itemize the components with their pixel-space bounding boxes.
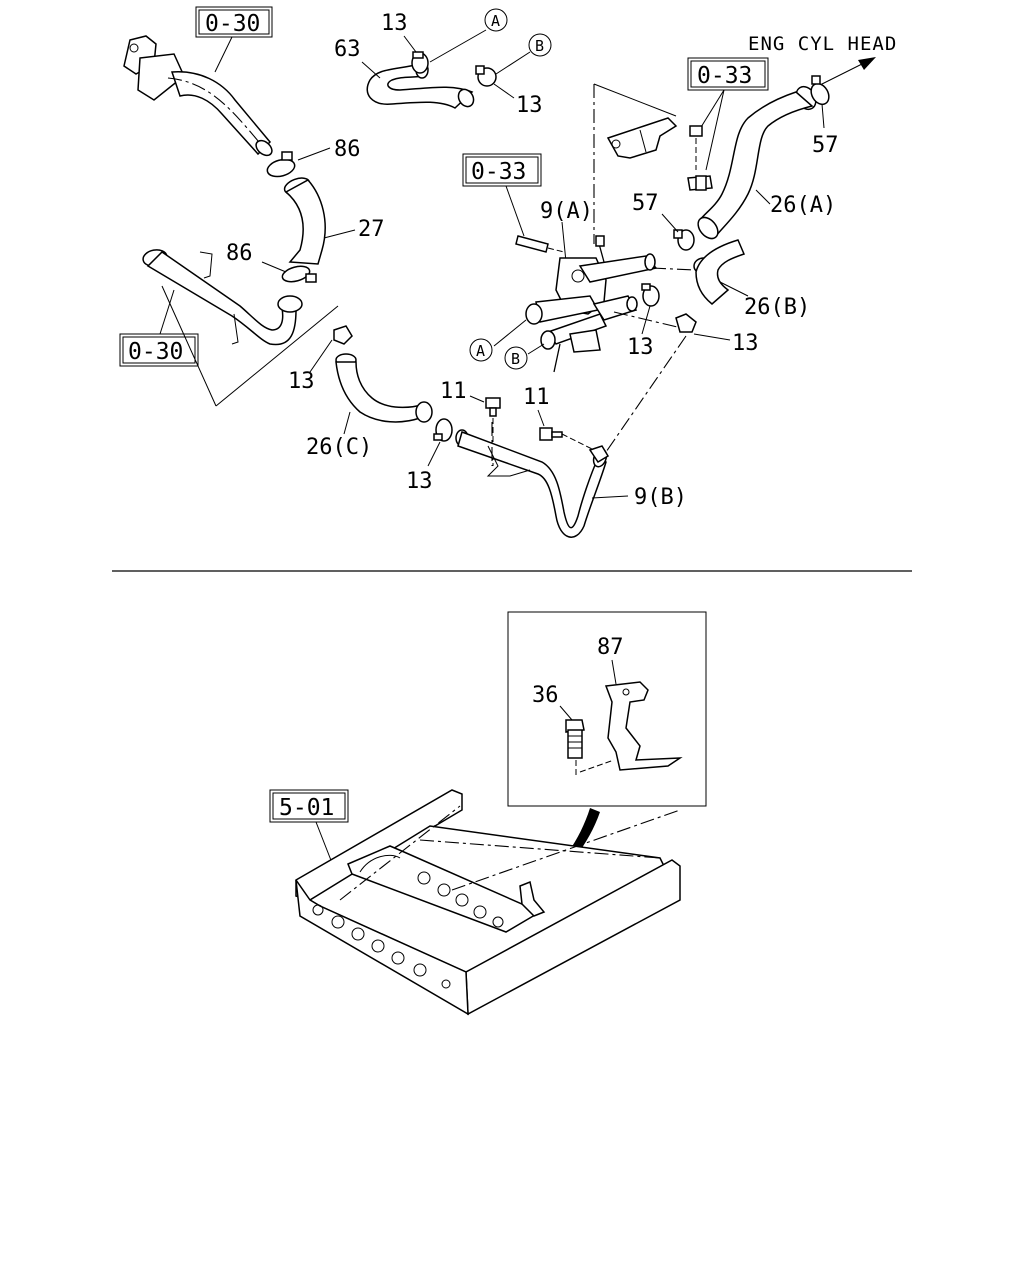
- bolt-36: [565, 719, 615, 776]
- part-label-86a: 86: [334, 137, 361, 162]
- part-label-9b: 9(B): [634, 485, 687, 510]
- ref-label: 0-33: [697, 63, 752, 89]
- detail-callout-arrow: [534, 808, 600, 892]
- part-label-13b: 13: [516, 93, 543, 118]
- ref-box-0-30-top: 0-30: [195, 6, 273, 73]
- frame-crossmember: [295, 789, 681, 1016]
- clamp-13-c: [333, 325, 353, 345]
- hose-63: [366, 61, 475, 109]
- part-label-26b: 26(B): [744, 295, 810, 320]
- part-label-26c: 26(C): [306, 435, 372, 460]
- svg-text:A: A: [476, 342, 485, 360]
- clamp-57-b: [810, 75, 830, 106]
- part-label-11a: 11: [440, 379, 467, 404]
- pipe-9b: [455, 429, 610, 538]
- part-label-57b: 57: [812, 133, 839, 158]
- part-label-26a: 26(A): [770, 193, 836, 218]
- water-pipe-left: [142, 249, 303, 346]
- part-label-13f: 13: [732, 331, 759, 356]
- hose-26a: [697, 85, 817, 240]
- ref-label: 0-33: [471, 159, 526, 185]
- direction-arrow: [817, 57, 876, 87]
- part-label-63: 63: [334, 37, 361, 62]
- water-outlet-pipe: [123, 35, 273, 157]
- part-label-13d: 13: [406, 469, 433, 494]
- circle-a-1: [484, 8, 508, 32]
- clamp-13-f: [675, 313, 697, 333]
- stud-bolt: [515, 235, 565, 253]
- part-label-13a: 13: [381, 11, 408, 36]
- svg-text:B: B: [511, 350, 520, 368]
- ref-label: 5-01: [279, 795, 334, 821]
- ref-box-0-33-mid: 0-33: [462, 153, 542, 237]
- bracket-87: [604, 681, 683, 771]
- clamp-57-a: [673, 229, 695, 251]
- svg-text:A: A: [491, 12, 500, 30]
- part-label-13e: 13: [627, 335, 654, 360]
- circle-b-1: [528, 33, 552, 57]
- circle-b-2: [504, 346, 528, 370]
- part-label-9a: 9(A): [540, 199, 593, 224]
- part-label-27: 27: [358, 217, 385, 242]
- hose-27: [283, 177, 326, 265]
- ref-label: 0-30: [205, 11, 260, 37]
- part-label-36: 36: [532, 683, 559, 708]
- clamp-86-b: [281, 265, 317, 283]
- eng-cyl-head-label: ENG CYL HEAD: [748, 33, 897, 55]
- bolt-bracket-2: [687, 175, 713, 191]
- manifold-9a: [525, 235, 658, 373]
- detail-inset: [507, 611, 707, 807]
- part-label-11b: 11: [523, 385, 550, 410]
- bolt-bracket-1: [689, 125, 703, 170]
- ref-label: 0-30: [128, 339, 183, 365]
- ref-box-0-33-right: 0-33: [687, 57, 769, 171]
- bolt-11-a: [485, 397, 501, 466]
- clamp-13-d: [433, 418, 453, 442]
- part-label-86b: 86: [226, 241, 253, 266]
- hose-26b: [693, 239, 746, 305]
- bolt-11-b: [539, 427, 595, 451]
- clamp-13-e: [641, 283, 660, 307]
- clamp-86-a: [266, 151, 296, 178]
- clamp-13-a: [411, 51, 429, 74]
- part-label-87: 87: [597, 635, 624, 660]
- part-label-13c: 13: [288, 369, 315, 394]
- circle-a-2: [469, 338, 493, 362]
- part-label-57a: 57: [632, 191, 659, 216]
- clamp-13-b: [475, 65, 497, 87]
- hose-26c: [335, 353, 433, 423]
- ref-box-0-30-left: 0-30: [119, 289, 199, 367]
- bracket-top: [606, 117, 678, 159]
- svg-text:B: B: [535, 37, 544, 55]
